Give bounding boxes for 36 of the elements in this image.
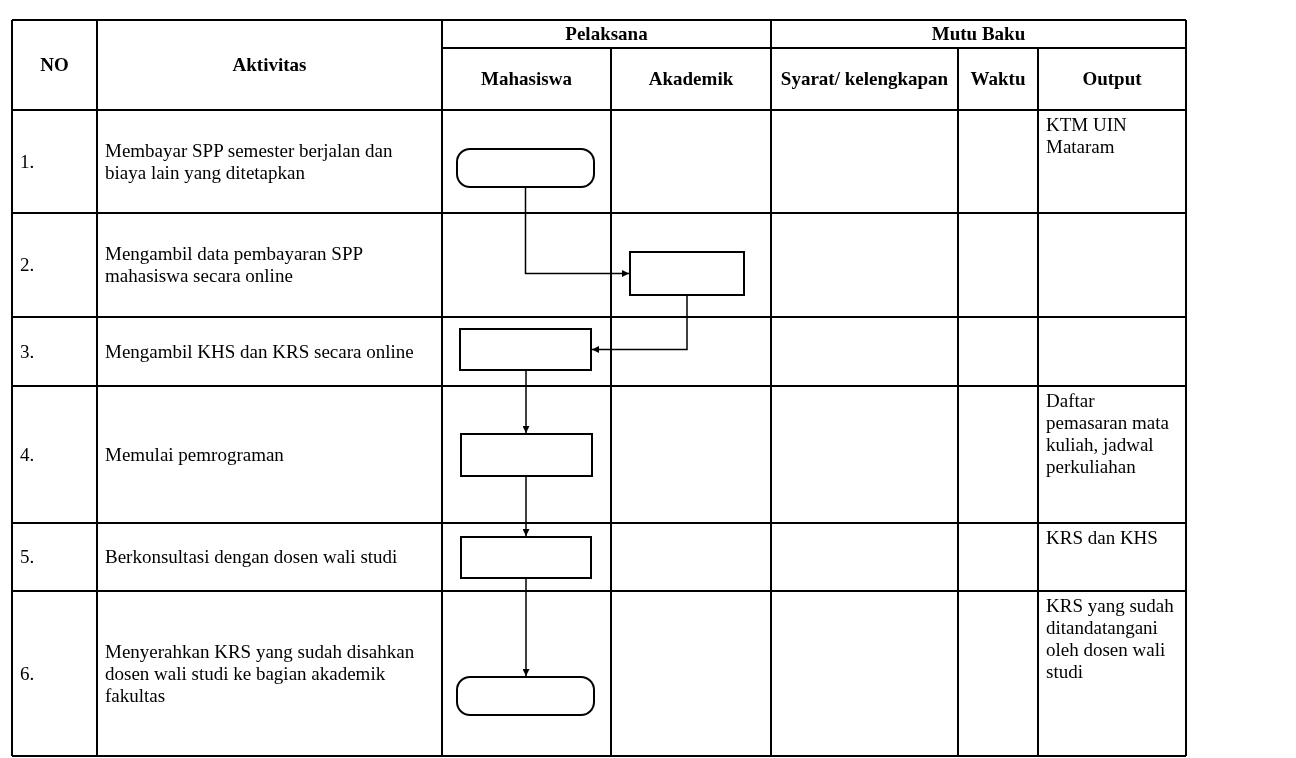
column-header: Output [1082,68,1142,90]
output-text: Daftar pemasaran mata kuliah, jadwal perkuliahan [1046,390,1170,478]
activity-text: Mengambil KHS dan KRS secara online [105,340,414,363]
activity-text: Menyerahkan KRS yang sudah disahkan dosen wali studi ke bagian akademik fakultas [105,640,416,707]
row-number: 2. [20,254,35,276]
process-box [460,433,593,477]
column-header: Pelaksana [565,23,648,45]
arrow [524,187,630,277]
arrow [522,476,530,537]
arrow [591,295,688,353]
output-text: KRS yang sudah ditandatangani oleh dosen wali studi [1046,595,1175,683]
activity-text: Mengambil data pembayaran SPP mahasiswa secara online [105,243,364,287]
output-text: KRS dan KHS [1046,527,1158,549]
column-header: Syarat/ kelengkapan [780,68,949,90]
activity-text: Memulai pemrograman [105,443,284,466]
row-number: 1. [20,150,35,173]
output-text: KTM UIN Mataram [1046,114,1128,158]
row-number: 6. [20,662,35,685]
process-box [459,328,592,371]
column-header: Waktu [970,68,1026,90]
process-box [460,536,592,579]
arrow [522,370,530,434]
row-number: 4. [20,443,35,466]
process-box [629,251,745,296]
activity-text: Membayar SPP semester berjalan dan biaya lain yang ditetapkan [105,139,394,184]
column-header: NO [40,54,69,76]
activity-text: Berkonsultasi dengan dosen wali studi [105,546,398,568]
terminal-box [456,148,595,188]
column-header: Mahasiswa [481,68,572,90]
column-header: Aktivitas [232,54,307,76]
arrow [522,578,530,677]
terminal-box [456,676,595,716]
row-number: 3. [20,340,35,363]
column-header: Mutu Baku [931,23,1026,45]
row-number: 5. [20,546,35,568]
column-header: Akademik [648,68,734,90]
